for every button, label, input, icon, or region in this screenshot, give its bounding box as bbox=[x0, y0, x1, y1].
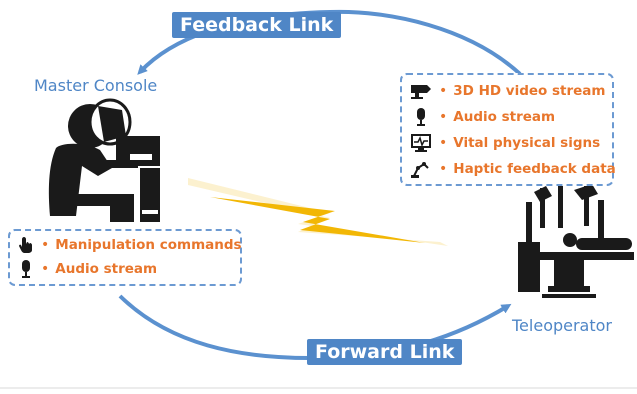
list-item: • 3D HD video stream bbox=[408, 80, 605, 102]
item-label: Vital physical signs bbox=[453, 135, 601, 151]
video-camera-icon bbox=[408, 81, 434, 101]
item-label: Manipulation commands bbox=[55, 237, 242, 253]
bullet: • bbox=[439, 135, 448, 151]
vital-monitor-icon bbox=[408, 133, 434, 153]
master-console-operator-icon bbox=[48, 98, 160, 222]
microphone-icon bbox=[408, 107, 434, 127]
wireless-lightning-icon bbox=[188, 178, 448, 246]
list-item: • Manipulation commands bbox=[16, 234, 242, 256]
item-label: Haptic feedback data bbox=[453, 161, 616, 177]
bullet: • bbox=[439, 161, 448, 177]
item-label: Audio stream bbox=[453, 109, 556, 125]
hand-pointer-icon bbox=[16, 235, 36, 255]
bullet: • bbox=[439, 83, 448, 99]
forward-link-label: Forward Link bbox=[307, 339, 463, 365]
bullet: • bbox=[41, 237, 50, 253]
robot-arm-icon bbox=[408, 159, 434, 179]
feedback-data-box: • 3D HD video stream • Audio stream • Vi… bbox=[400, 73, 616, 186]
item-label: 3D HD video stream bbox=[453, 83, 606, 99]
list-item: • Audio stream bbox=[16, 258, 157, 280]
bullet: • bbox=[439, 109, 448, 125]
list-item: • Haptic feedback data bbox=[408, 158, 616, 180]
list-item: • Vital physical signs bbox=[408, 132, 600, 154]
forward-data-box: • Manipulation commands • Audio stream bbox=[8, 229, 242, 286]
list-item: • Audio stream bbox=[408, 106, 555, 128]
master-console-label: Master Console bbox=[34, 76, 158, 95]
feedback-link-label: Feedback Link bbox=[172, 12, 342, 38]
teleoperator-robot-icon bbox=[518, 184, 634, 298]
teleoperator-label: Teleoperator bbox=[512, 316, 612, 335]
microphone-icon bbox=[16, 259, 36, 279]
item-label: Audio stream bbox=[55, 261, 158, 277]
bullet: • bbox=[41, 261, 50, 277]
